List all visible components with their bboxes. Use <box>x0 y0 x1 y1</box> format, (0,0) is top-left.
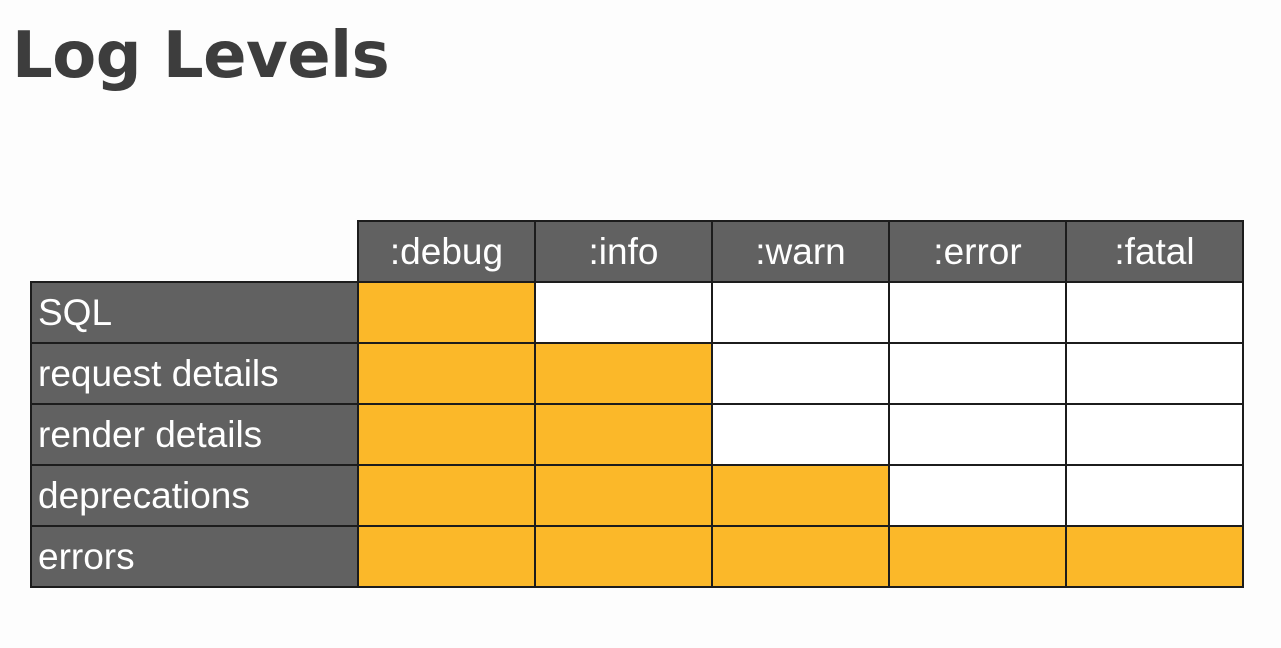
cell-debug-enabled <box>357 525 536 588</box>
cell-error-disabled <box>888 281 1067 344</box>
cell-warn-disabled <box>711 281 890 344</box>
category-label: deprecations <box>30 464 359 527</box>
level-header-row: :debug :info :warn :error :fatal <box>31 220 1244 283</box>
cell-warn-enabled <box>711 525 890 588</box>
cell-fatal-disabled <box>1065 342 1244 405</box>
cell-info-enabled <box>534 464 713 527</box>
cell-fatal-enabled <box>1065 525 1244 588</box>
cell-info-disabled <box>534 281 713 344</box>
cell-error-disabled <box>888 342 1067 405</box>
category-label: render details <box>30 403 359 466</box>
category-row: deprecations <box>30 464 1244 527</box>
category-label: errors <box>30 525 359 588</box>
cell-error-disabled <box>888 403 1067 466</box>
category-label: SQL <box>30 281 359 344</box>
cell-debug-enabled <box>357 342 536 405</box>
cell-debug-enabled <box>357 403 536 466</box>
cell-fatal-disabled <box>1065 403 1244 466</box>
cell-warn-disabled <box>711 342 890 405</box>
category-row: render details <box>30 403 1244 466</box>
cell-error-enabled <box>888 525 1067 588</box>
category-label: request details <box>30 342 359 405</box>
cell-info-enabled <box>534 403 713 466</box>
cell-debug-enabled <box>357 464 536 527</box>
cell-fatal-disabled <box>1065 281 1244 344</box>
cell-warn-enabled <box>711 464 890 527</box>
corner-spacer <box>31 221 358 282</box>
cell-fatal-disabled <box>1065 464 1244 527</box>
cell-debug-enabled <box>357 281 536 344</box>
cell-error-disabled <box>888 464 1067 527</box>
level-header-fatal: :fatal <box>1065 220 1244 283</box>
cell-info-enabled <box>534 525 713 588</box>
category-row: errors <box>30 525 1244 588</box>
level-header-warn: :warn <box>711 220 890 283</box>
level-header-debug: :debug <box>357 220 536 283</box>
level-header-info: :info <box>534 220 713 283</box>
page-title: Log Levels <box>12 19 390 93</box>
category-row: request details <box>30 342 1244 405</box>
level-header-error: :error <box>888 220 1067 283</box>
cell-warn-disabled <box>711 403 890 466</box>
cell-info-enabled <box>534 342 713 405</box>
category-row: SQL <box>30 281 1244 344</box>
